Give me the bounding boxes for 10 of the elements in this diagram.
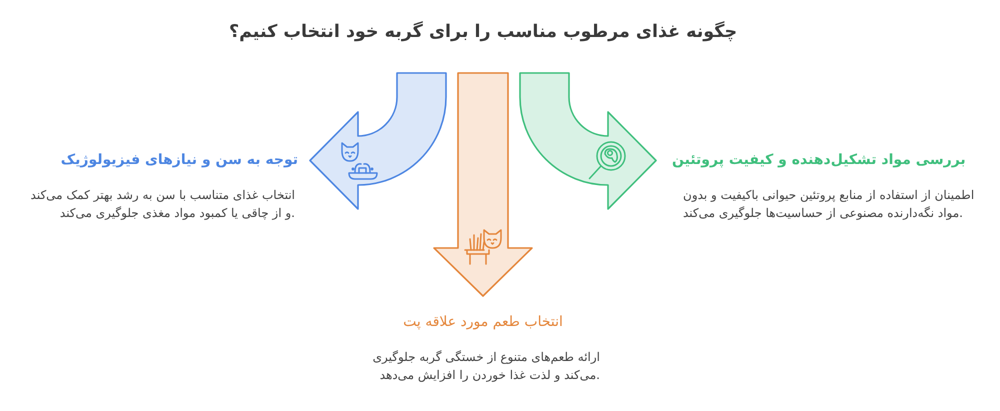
description: ارائه طعم‌های متنوع از خستگی گربه جلوگیری می‌کند و لذت غذا خوردن را افزایش می‌دهد. [372,349,601,384]
heading: توجه به سن و نیازهای فیزیولوژیک [60,151,299,170]
curved-block-arrow [309,72,447,210]
curved-block-arrow [519,72,657,210]
heading: بررسی مواد تشکیل‌دهنده و کیفیت پروتئین [671,151,967,170]
description: اطمینان از استفاده از منابع پروتئین حیوانی باکیفیت و بدون مواد نگه‌دارنده مصنوعی از حساسیت‌ها جلوگیری می‌کند. [682,187,976,222]
down-block-arrow [433,72,533,297]
heading: انتخاب طعم مورد علاقه پت [402,313,564,332]
description: انتخاب غذای متناسب با سن به رشد بهتر کمک می‌کند و از چاقی یا کمبود مواد مغذی جلوگیری می‌کند. [30,187,296,222]
diagram-title: چگونه غذای مرطوب مناسب را برای گربه خود انتخاب کنیم؟ [228,20,738,44]
